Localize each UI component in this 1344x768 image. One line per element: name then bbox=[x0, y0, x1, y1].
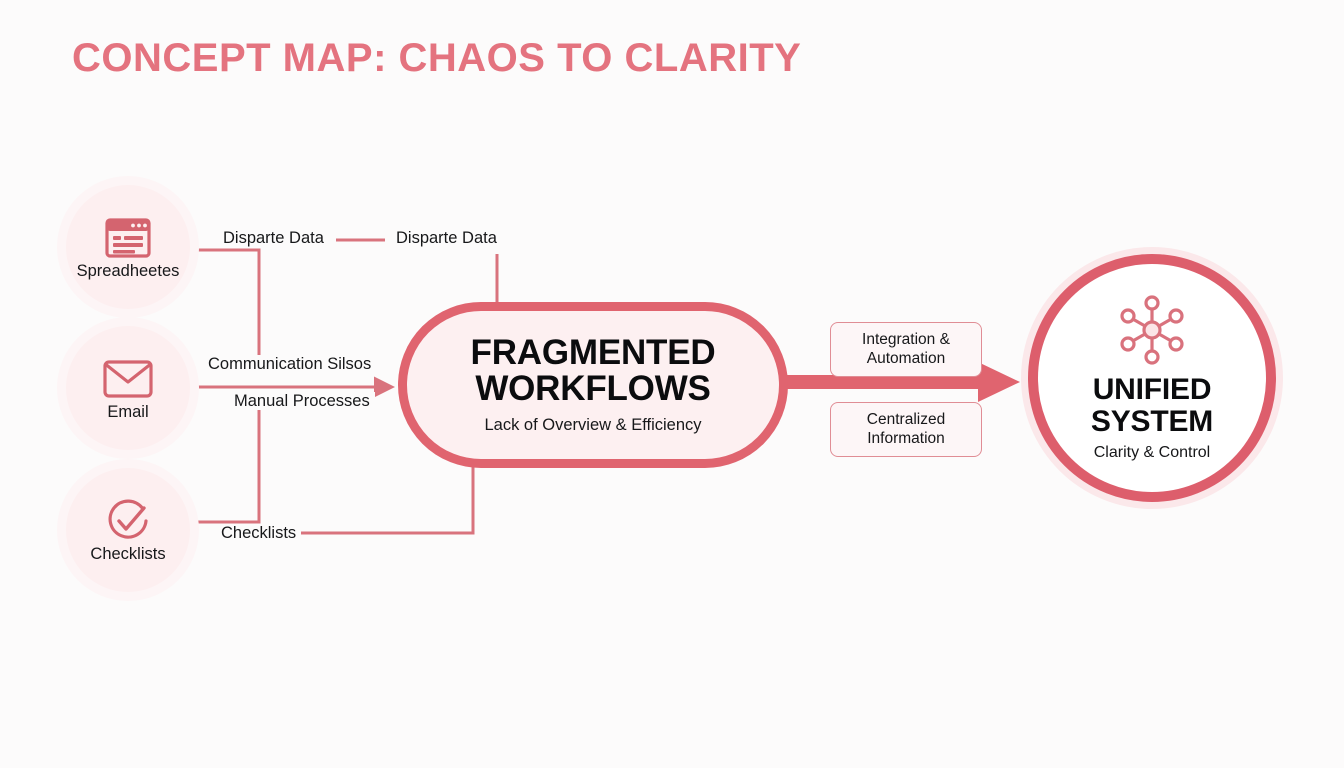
check-circle-icon bbox=[102, 498, 154, 544]
source-node-label: Checklists bbox=[90, 544, 166, 563]
wire-spreadsheets bbox=[193, 248, 261, 364]
spreadsheet-window-icon bbox=[102, 215, 154, 261]
goal-node-subtitle: Clarity & Control bbox=[1093, 444, 1211, 461]
wire-checklists-bus bbox=[193, 410, 261, 524]
benefit-box-line2: Automation bbox=[866, 349, 946, 367]
goal-node-title-line1: UNIFIED bbox=[1092, 373, 1212, 406]
edge-label-communication-silos: Communication Silsos bbox=[203, 355, 377, 374]
central-node-fragmented-workflows[interactable]: FRAGMENTED WORKFLOWS Lack of Overview & … bbox=[398, 302, 788, 468]
goal-node-title-line2: SYSTEM bbox=[1090, 404, 1214, 438]
source-node-spreadsheets[interactable]: Spreadheetes bbox=[66, 185, 190, 309]
benefit-box-line1: Centralized bbox=[866, 411, 946, 428]
goal-node-unified-system[interactable]: UNIFIED SYSTEM Clarity & Control bbox=[1028, 254, 1276, 502]
edge-label-disparate-data-right: Disparte Data bbox=[391, 229, 502, 248]
source-node-email[interactable]: Email bbox=[66, 326, 190, 450]
envelope-icon bbox=[102, 356, 154, 402]
edge-label-manual-processes: Manual Processes bbox=[229, 392, 375, 411]
central-node-title-line2: WORKFLOWS bbox=[475, 369, 711, 408]
page-title: CONCEPT MAP: CHAOS TO CLARITY bbox=[72, 36, 802, 80]
network-hub-icon bbox=[1114, 294, 1190, 366]
central-node-subtitle: Lack of Overview & Efficiency bbox=[484, 416, 702, 435]
goal-node-title: UNIFIED SYSTEM bbox=[1091, 374, 1213, 437]
source-node-label: Spreadheetes bbox=[76, 261, 180, 280]
edge-label-checklists: Checklists bbox=[216, 524, 302, 543]
central-node-title-line1: FRAGMENTED bbox=[470, 332, 716, 372]
edge-label-disparate-data-left: Disparte Data bbox=[218, 229, 329, 248]
wire-central-bottom-checklists bbox=[300, 467, 475, 535]
central-node-title: FRAGMENTED WORKFLOWS bbox=[470, 332, 716, 408]
benefit-box-line2: Information bbox=[867, 429, 945, 447]
benefit-box-integration[interactable]: Integration & Automation bbox=[830, 322, 982, 378]
benefit-box-line1: Integration & bbox=[862, 331, 950, 348]
source-node-label: Email bbox=[107, 402, 149, 421]
benefit-box-centralized[interactable]: Centralized Information bbox=[830, 402, 982, 458]
source-node-checklists[interactable]: Checklists bbox=[66, 468, 190, 592]
